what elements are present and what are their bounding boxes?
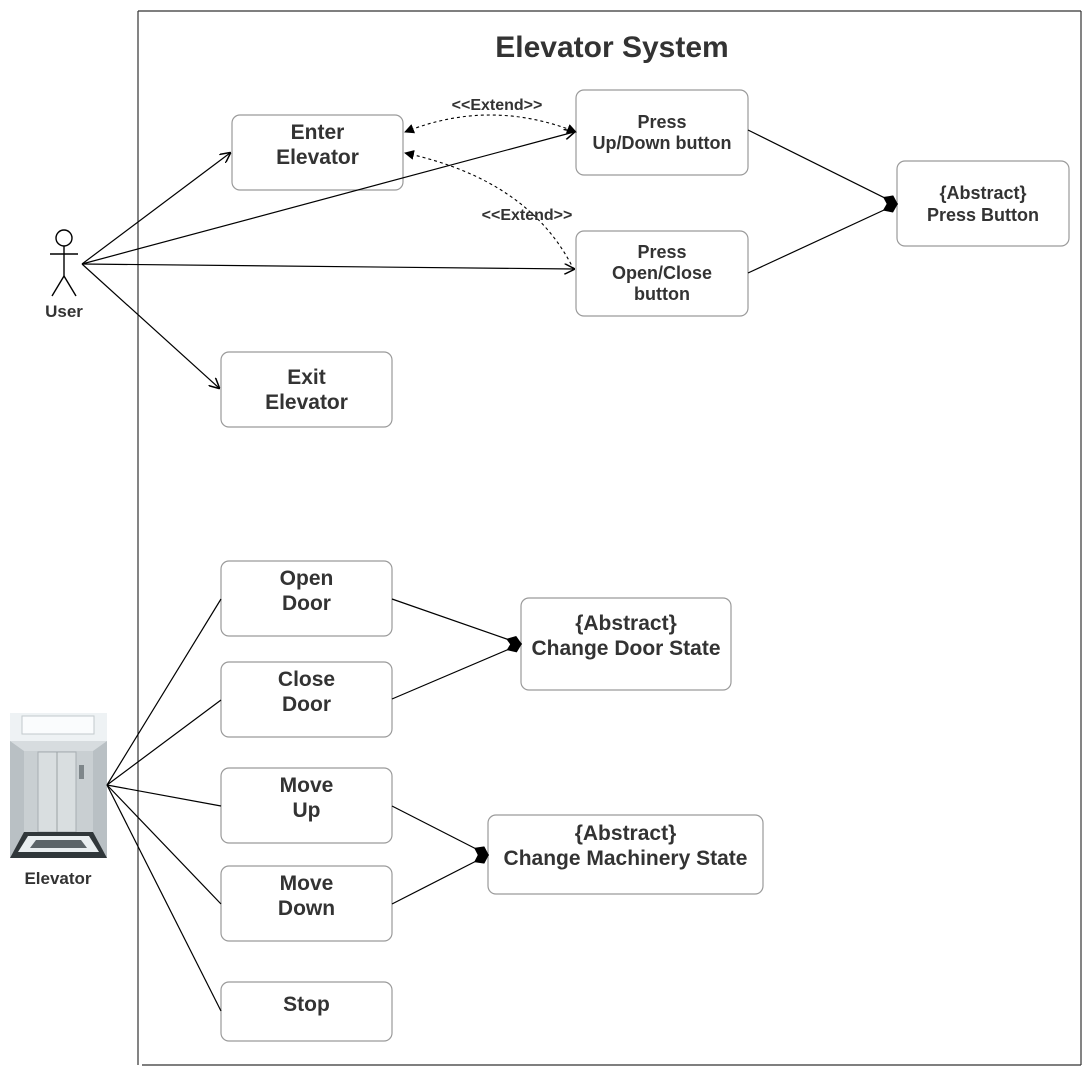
user-label: User [45,302,83,321]
extend-press-updown [404,114,577,134]
assoc-elevator-up [106,784,222,807]
use-case-move-down[interactable] [220,865,393,942]
link-down-to-machinery-state [391,852,490,905]
extend-label-1: <<Extend>> [452,97,543,114]
user-actor: User [45,229,83,321]
extend-relationships [404,114,577,271]
assoc-user-exit [81,263,219,388]
abstract-links [391,129,899,905]
use-case-press-button[interactable] [896,160,1070,247]
use-case-move-up[interactable] [220,767,393,844]
use-case-enter-elevator[interactable] [231,114,404,191]
assoc-elevator-down [106,784,222,905]
use-case-boxes [220,89,1070,1042]
elevator-actor: Elevator [10,713,107,888]
elevator-label: Elevator [24,869,91,888]
link-up-to-machinery-state [391,805,490,858]
use-case-press-openclose[interactable] [575,230,749,317]
use-case-exit-elevator[interactable] [220,351,393,428]
system-title: Elevator System [495,31,728,64]
system-boundary [137,10,1082,1066]
link-updown-to-press-button [747,129,899,207]
link-open-to-door-state [391,598,523,648]
assoc-elevator-open [106,598,222,786]
assoc-user-press-updown [81,132,574,265]
use-case-change-door-state[interactable] [520,597,732,691]
use-case-close-door[interactable] [220,661,393,738]
link-close-to-door-state [391,641,523,700]
stick-figure-icon [50,229,78,297]
extend-press-openclose [404,150,575,271]
link-openclose-to-press-button [747,201,899,274]
use-case-open-door[interactable] [220,560,393,637]
assoc-user-press-openclose [81,263,574,269]
assoc-user-enter [81,153,230,265]
assoc-elevator-stop [106,784,222,1012]
elevator-associations [106,598,222,1012]
use-case-change-machinery-state[interactable] [487,814,764,895]
use-case-stop[interactable] [220,981,393,1042]
elevator-cabin-icon [10,713,107,858]
user-associations [81,132,574,388]
use-case-press-updown[interactable] [575,89,749,176]
assoc-elevator-close [106,699,222,786]
extend-label-2: <<Extend>> [482,207,573,224]
